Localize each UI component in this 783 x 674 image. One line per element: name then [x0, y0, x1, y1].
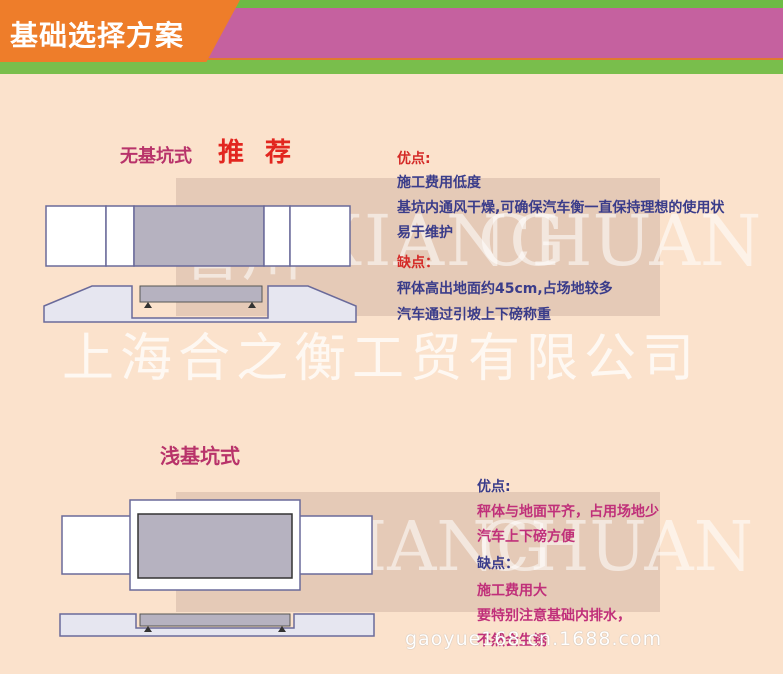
section1-pro-3: 易于维护: [397, 225, 453, 241]
section1-con-2: 汽车通过引坡上下磅称重: [397, 307, 551, 323]
section2-pro-2: 汽车上下磅方便: [477, 529, 575, 545]
section2-con-1: 施工费用大: [477, 583, 547, 599]
section1-pros-label: 优点:: [397, 151, 431, 167]
diagram-shallow-pit: [59, 499, 375, 637]
section1-pro-1: 施工费用低度: [397, 175, 481, 191]
side-view-supports: [144, 302, 256, 308]
section2-pros-label: 优点:: [477, 479, 511, 495]
title-tab: [0, 0, 240, 62]
top-view-ramp-left-inner: [105, 205, 135, 267]
footer-url: gaoyue168.cn.1688.com: [405, 628, 663, 650]
watermark-latin-2b: CHUAN: [478, 508, 754, 587]
side-view-base: [43, 285, 357, 323]
section2-con-2: 要特别注意基础内排水，: [477, 608, 631, 624]
header-orange-line: [0, 58, 783, 61]
diagram-no-pit: [43, 205, 357, 323]
section2-title: 浅基坑式: [160, 444, 240, 468]
side-view-platform: [139, 613, 291, 627]
top-view-platform: [133, 205, 265, 267]
header-bottom-band: [0, 60, 783, 74]
side-view-platform: [139, 285, 263, 303]
section1-recommend: 推 荐: [218, 138, 298, 168]
top-view-platform: [137, 513, 293, 579]
section2-pro-1: 秤体与地面平齐，占用场地少: [477, 504, 659, 520]
section1-pro-2: 基坑内通风干燥,可确保汽车衡一直保持理想的使用状: [397, 200, 725, 216]
watermark-latin-1b: CHUAN: [478, 200, 762, 282]
section1-con-1: 秤体高出地面约45cm,占场地较多: [397, 281, 613, 297]
watermark-company: 上海合之衡工贸有限公司: [62, 329, 701, 389]
side-view-base: [59, 613, 375, 637]
watermark-latin-1a: XIANG: [312, 200, 568, 282]
section1-title: 无基坑式: [120, 146, 192, 167]
top-view-ramp-right-inner: [263, 205, 291, 267]
section2-con-3: 不然会生锈: [477, 633, 547, 649]
section1-cons-label: 缺点：: [397, 255, 439, 271]
section2-cons-label: 缺点：: [477, 556, 519, 572]
header-top-band: [0, 0, 783, 8]
top-view-ramp-right: [289, 205, 351, 267]
top-view-ramp-left: [45, 205, 107, 267]
page-title: 基础选择方案: [10, 19, 185, 52]
